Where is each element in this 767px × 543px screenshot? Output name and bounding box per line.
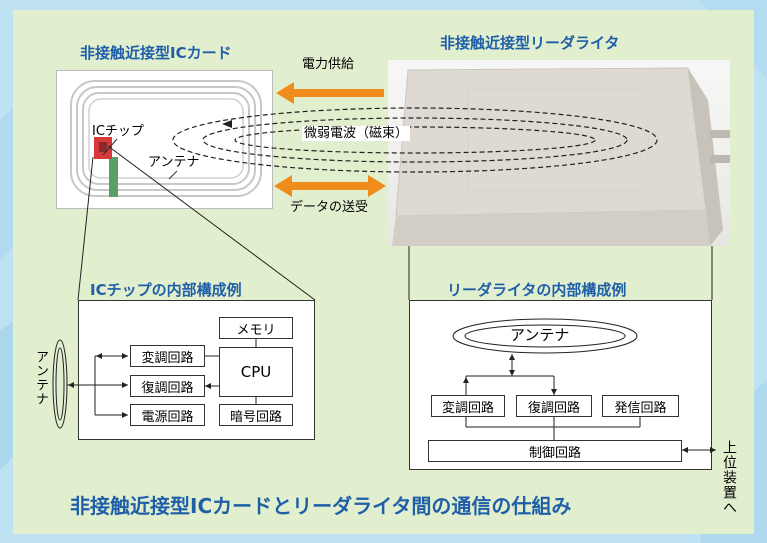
ic-demodulation-block: 復調回路 [130,375,205,397]
reader-control-block: 制御回路 [428,440,682,462]
radio-wave-label: 微弱電波（磁束） [302,126,411,141]
reader-internal-title: リーダライタの内部構成例 [447,281,627,299]
data-exchange-arrow [274,175,386,197]
card-title: 非接触近接型ICカード [80,44,232,62]
data-exchange-label: データの送受 [290,200,369,215]
ic-internal-title: ICチップの内部構成例 [90,281,242,299]
card-antenna-coil [70,80,262,197]
ic-memory-block: メモリ [219,317,293,339]
ic-power-block: 電源回路 [130,404,205,426]
power-supply-arrow [276,82,384,104]
reader-device-shape [392,67,730,246]
host-device-label: 上位装置へ [721,440,737,515]
ic-modulation-block: 変調回路 [130,345,205,367]
ic-side-antenna-label: アンテナ [33,350,48,406]
ic-crypto-block: 暗号回路 [219,404,293,426]
reader-modulation-block: 変調回路 [431,395,505,417]
ic-cpu-block: CPU [219,347,293,397]
power-supply-label: 電力供給 [302,57,355,72]
reader-antenna-label: アンテナ [510,326,570,344]
card-antenna-label: アンテナ [148,155,200,170]
ic-card-image [56,70,273,209]
reader-oscillation-block: 発信回路 [602,395,679,417]
reader-title: 非接触近接型リーダライタ [440,34,620,52]
magnetic-flux-wave [172,107,658,173]
card-ic-label: ICチップ [92,124,144,139]
reader-demodulation-block: 復調回路 [516,395,592,417]
diagram-caption: 非接触近接型ICカードとリーダライタ間の通信の仕組み [70,494,572,518]
reader-writer-image [388,60,730,246]
